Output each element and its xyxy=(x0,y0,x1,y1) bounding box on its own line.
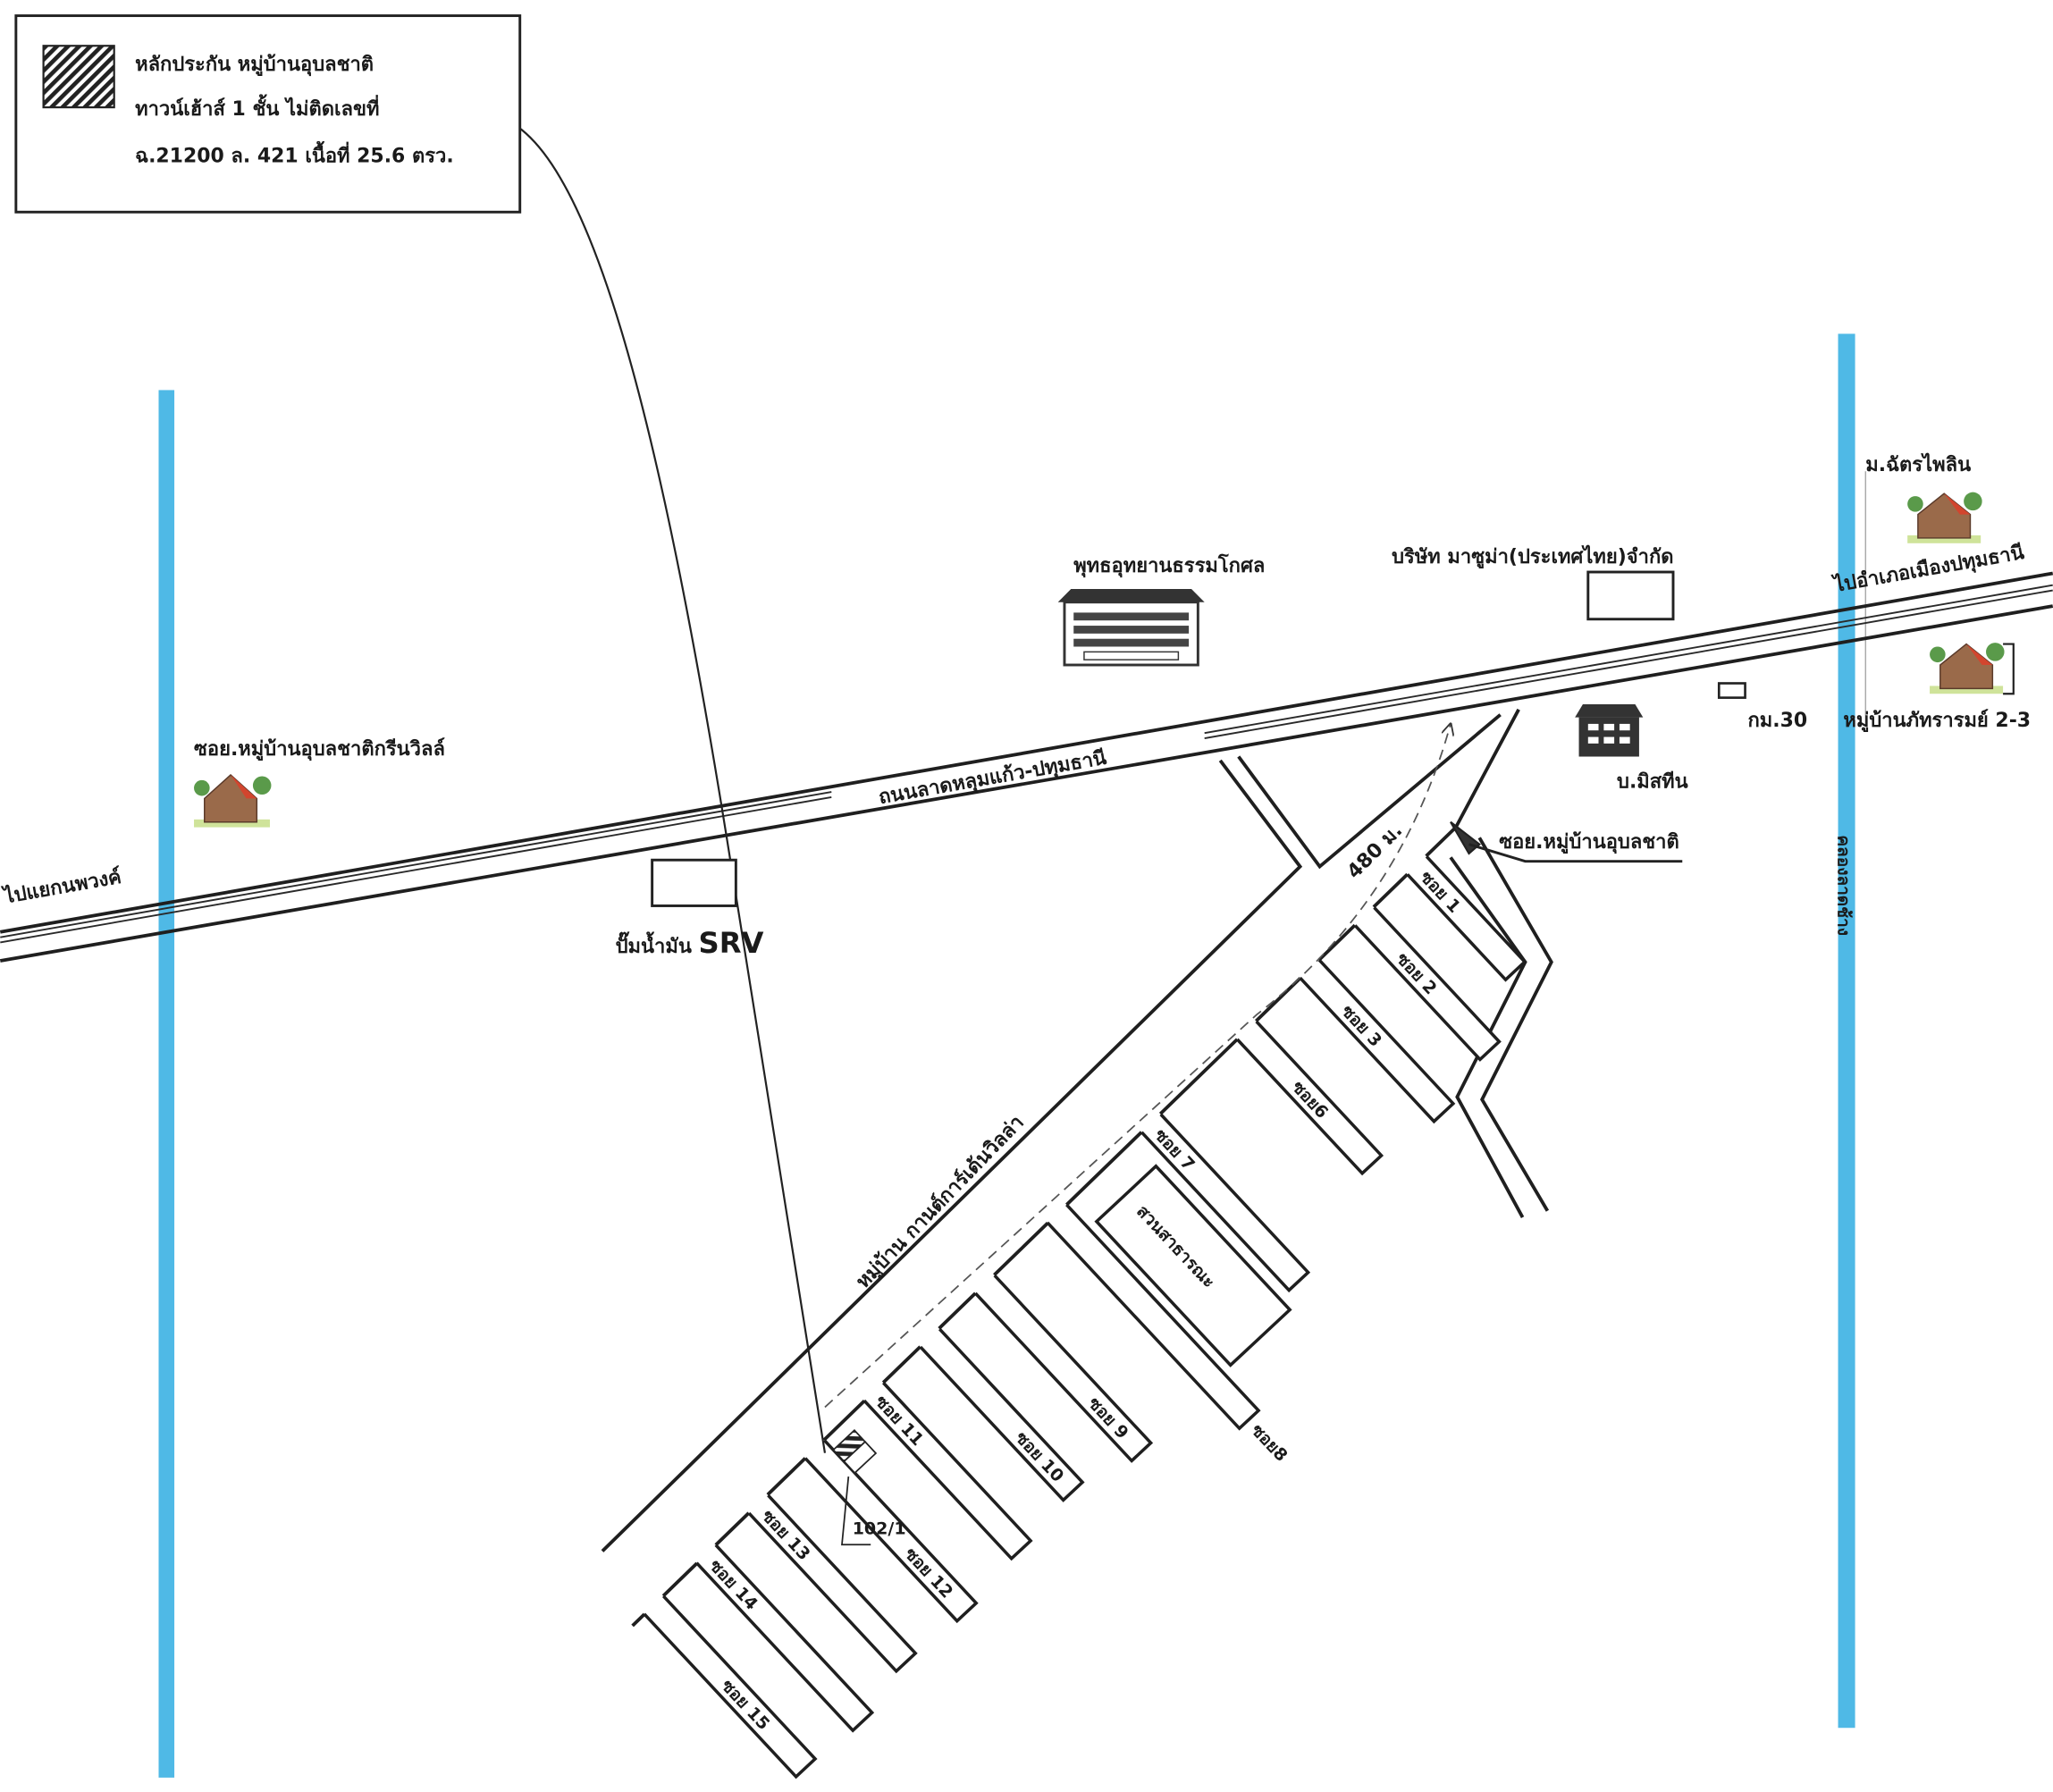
entrance-soi-label: ซอย.หมู่บ้านอุบลชาติ xyxy=(1499,831,1679,854)
legend-line-3: ฉ.21200 ล. 421 เนื้อที่ 25.6 ตรว. xyxy=(135,141,454,168)
phattharamy-label: หมู่บ้านภัทรารมย์ 2-3 xyxy=(1843,709,2031,733)
property-number: 102/1 xyxy=(853,1519,906,1538)
legend-line-1: หลักประกัน หมู่บ้านอุบลชาติ xyxy=(135,54,374,77)
collateral-hatch-swatch xyxy=(42,45,115,109)
soi-6: ซอย6 xyxy=(1234,1018,1384,1176)
distance-label: 480 ม. xyxy=(1343,820,1408,884)
legend-line-2: ทาวน์เฮ้าส์ 1 ชั้น ไม่ติดเลขที่ xyxy=(135,94,379,121)
entrance-arrow-icon xyxy=(1450,820,1481,855)
gas-station-building xyxy=(651,858,737,907)
soi-15: ซอย 15 xyxy=(641,1593,818,1779)
mistine-label: บ.มิสทีน xyxy=(1617,771,1688,794)
public-park xyxy=(1094,1164,1292,1367)
soi-strips: ซอย 1 ซอย 2 ซอย 3 ซอย6 ซอย 7 ซอย8 สวนสาธ… xyxy=(641,854,1527,1779)
soi-14: ซอย 14 xyxy=(694,1542,875,1733)
masuma-building xyxy=(1586,570,1675,621)
gas-station-label: ปั๊มน้ำมัน SRV xyxy=(616,926,764,960)
svg-text:ซอย8: ซอย8 xyxy=(1247,1420,1291,1466)
to-left-label: ไปแยกนพวงค์ xyxy=(1,864,123,909)
chatpailin-house-icon xyxy=(1907,492,1982,543)
km-label: กม.30 xyxy=(1747,710,1807,732)
route-dashed xyxy=(824,724,1451,1409)
chatpailin-label: ม.ฉัตรไพลิน xyxy=(1865,452,1971,476)
legend-box: หลักประกัน หมู่บ้านอุบลชาติ ทาวน์เฮ้าส์ … xyxy=(14,14,522,214)
legend-leader xyxy=(491,114,827,1453)
to-right-label: ไปอำเภอเมืองปทุมธานี xyxy=(1830,540,2026,598)
canal-label: คลองลาดช้าง xyxy=(1834,835,1854,936)
masuma-label: บริษัท มาซูม่า(ประเทศไทย)จำกัด xyxy=(1392,544,1673,569)
buddha-park-building-icon xyxy=(1057,589,1205,667)
canal-right xyxy=(1838,333,1855,1729)
mistine-building-icon xyxy=(1575,703,1644,757)
main-road-label: ถนนลาดหลุมแก้ว-ปทุมธานี xyxy=(877,747,1108,810)
property-leader xyxy=(841,1476,871,1546)
green-ville-label: ซอย.หมู่บ้านอุบลชาติกรีนวิลล์ xyxy=(194,737,445,761)
buddha-park-label: พุทธอุทยานธรรมโกศล xyxy=(1073,553,1265,578)
main-road xyxy=(0,571,2053,963)
canal-left xyxy=(158,390,175,1778)
phattharamy-house-icon xyxy=(1930,643,2015,695)
km-post xyxy=(1717,682,1746,699)
green-ville-house-icon xyxy=(194,774,272,828)
